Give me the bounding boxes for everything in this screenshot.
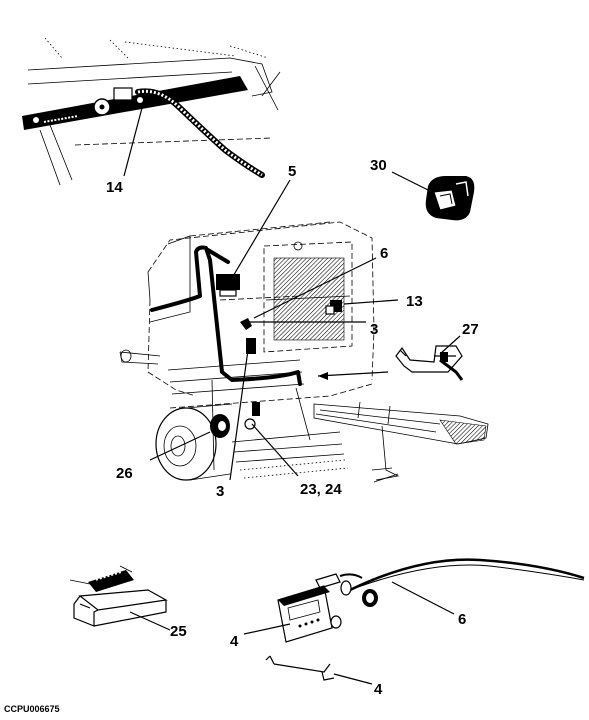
- light-26: [210, 414, 230, 438]
- callout-13: 13: [406, 293, 423, 310]
- bracket-27: [395, 345, 464, 381]
- drawbar: [313, 401, 489, 445]
- baler-illustration: [119, 221, 489, 483]
- frame-rail-detail: [22, 37, 281, 186]
- sensors-23-24: [244, 402, 260, 430]
- callout-30: 30: [370, 157, 387, 174]
- figure-id: CCPU006675: [4, 704, 60, 714]
- frame-rail: [22, 76, 248, 130]
- callout-25: 25: [170, 623, 187, 640]
- module-5: [216, 274, 240, 290]
- main-harness: [150, 245, 302, 386]
- callout-6-lower: 6: [458, 611, 466, 628]
- callout-4-upper: 4: [230, 633, 239, 650]
- callout-4-lower: 4: [374, 681, 383, 698]
- sensor-13: [325, 300, 342, 315]
- front-grille: [263, 241, 353, 353]
- callout-26: 26: [116, 465, 133, 482]
- callout-3-upper: 3: [370, 321, 378, 338]
- wheel: [155, 403, 233, 481]
- cable-harness-6: [315, 558, 585, 607]
- bracket-25: [69, 565, 168, 627]
- callout-27: 27: [462, 321, 479, 338]
- callout-6-upper: 6: [380, 245, 388, 262]
- monitor-mount-4: [265, 655, 335, 681]
- callout-3-lower: 3: [216, 483, 224, 500]
- monitor-4: [277, 585, 342, 643]
- callout-14: 14: [106, 179, 123, 196]
- connector-30: [425, 176, 475, 221]
- rail-bracket: [113, 87, 133, 101]
- sensor-3-upper: [240, 318, 252, 330]
- callout-5: 5: [288, 163, 296, 180]
- callout-23-24: 23, 24: [300, 481, 342, 498]
